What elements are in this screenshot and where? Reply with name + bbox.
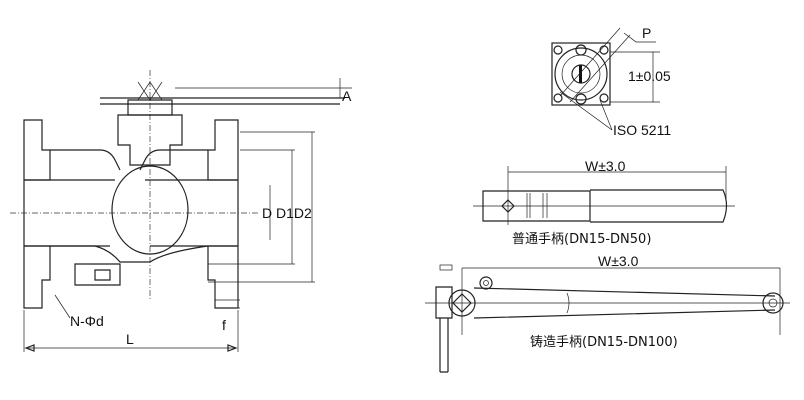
cast-handle xyxy=(425,264,790,373)
standard-handle xyxy=(473,166,735,225)
tolerance-label: 1±0.05 xyxy=(628,68,671,84)
dimension-diameters-label: D D1D2 xyxy=(262,205,312,221)
valve-dimensions xyxy=(23,78,352,352)
standard-handle-caption: 普通手柄(DN15-DN50) xyxy=(512,232,651,247)
dimension-p-label: P xyxy=(642,25,651,41)
cast-handle-caption: 铸造手柄(DN15-DN100) xyxy=(530,334,678,350)
bolt-holes-label: N-Φd xyxy=(70,313,104,329)
iso-flange-view xyxy=(551,27,660,131)
iso-standard-label: ISO 5211 xyxy=(613,122,671,138)
valve-body xyxy=(10,70,345,309)
standard-handle-dimension: W±3.0 xyxy=(585,158,626,174)
cast-handle-dimension: W±3.0 xyxy=(598,253,639,269)
dimension-f-label: f xyxy=(222,317,226,333)
dimension-a-label: A xyxy=(342,88,352,104)
dimension-l-label: L xyxy=(126,331,134,347)
